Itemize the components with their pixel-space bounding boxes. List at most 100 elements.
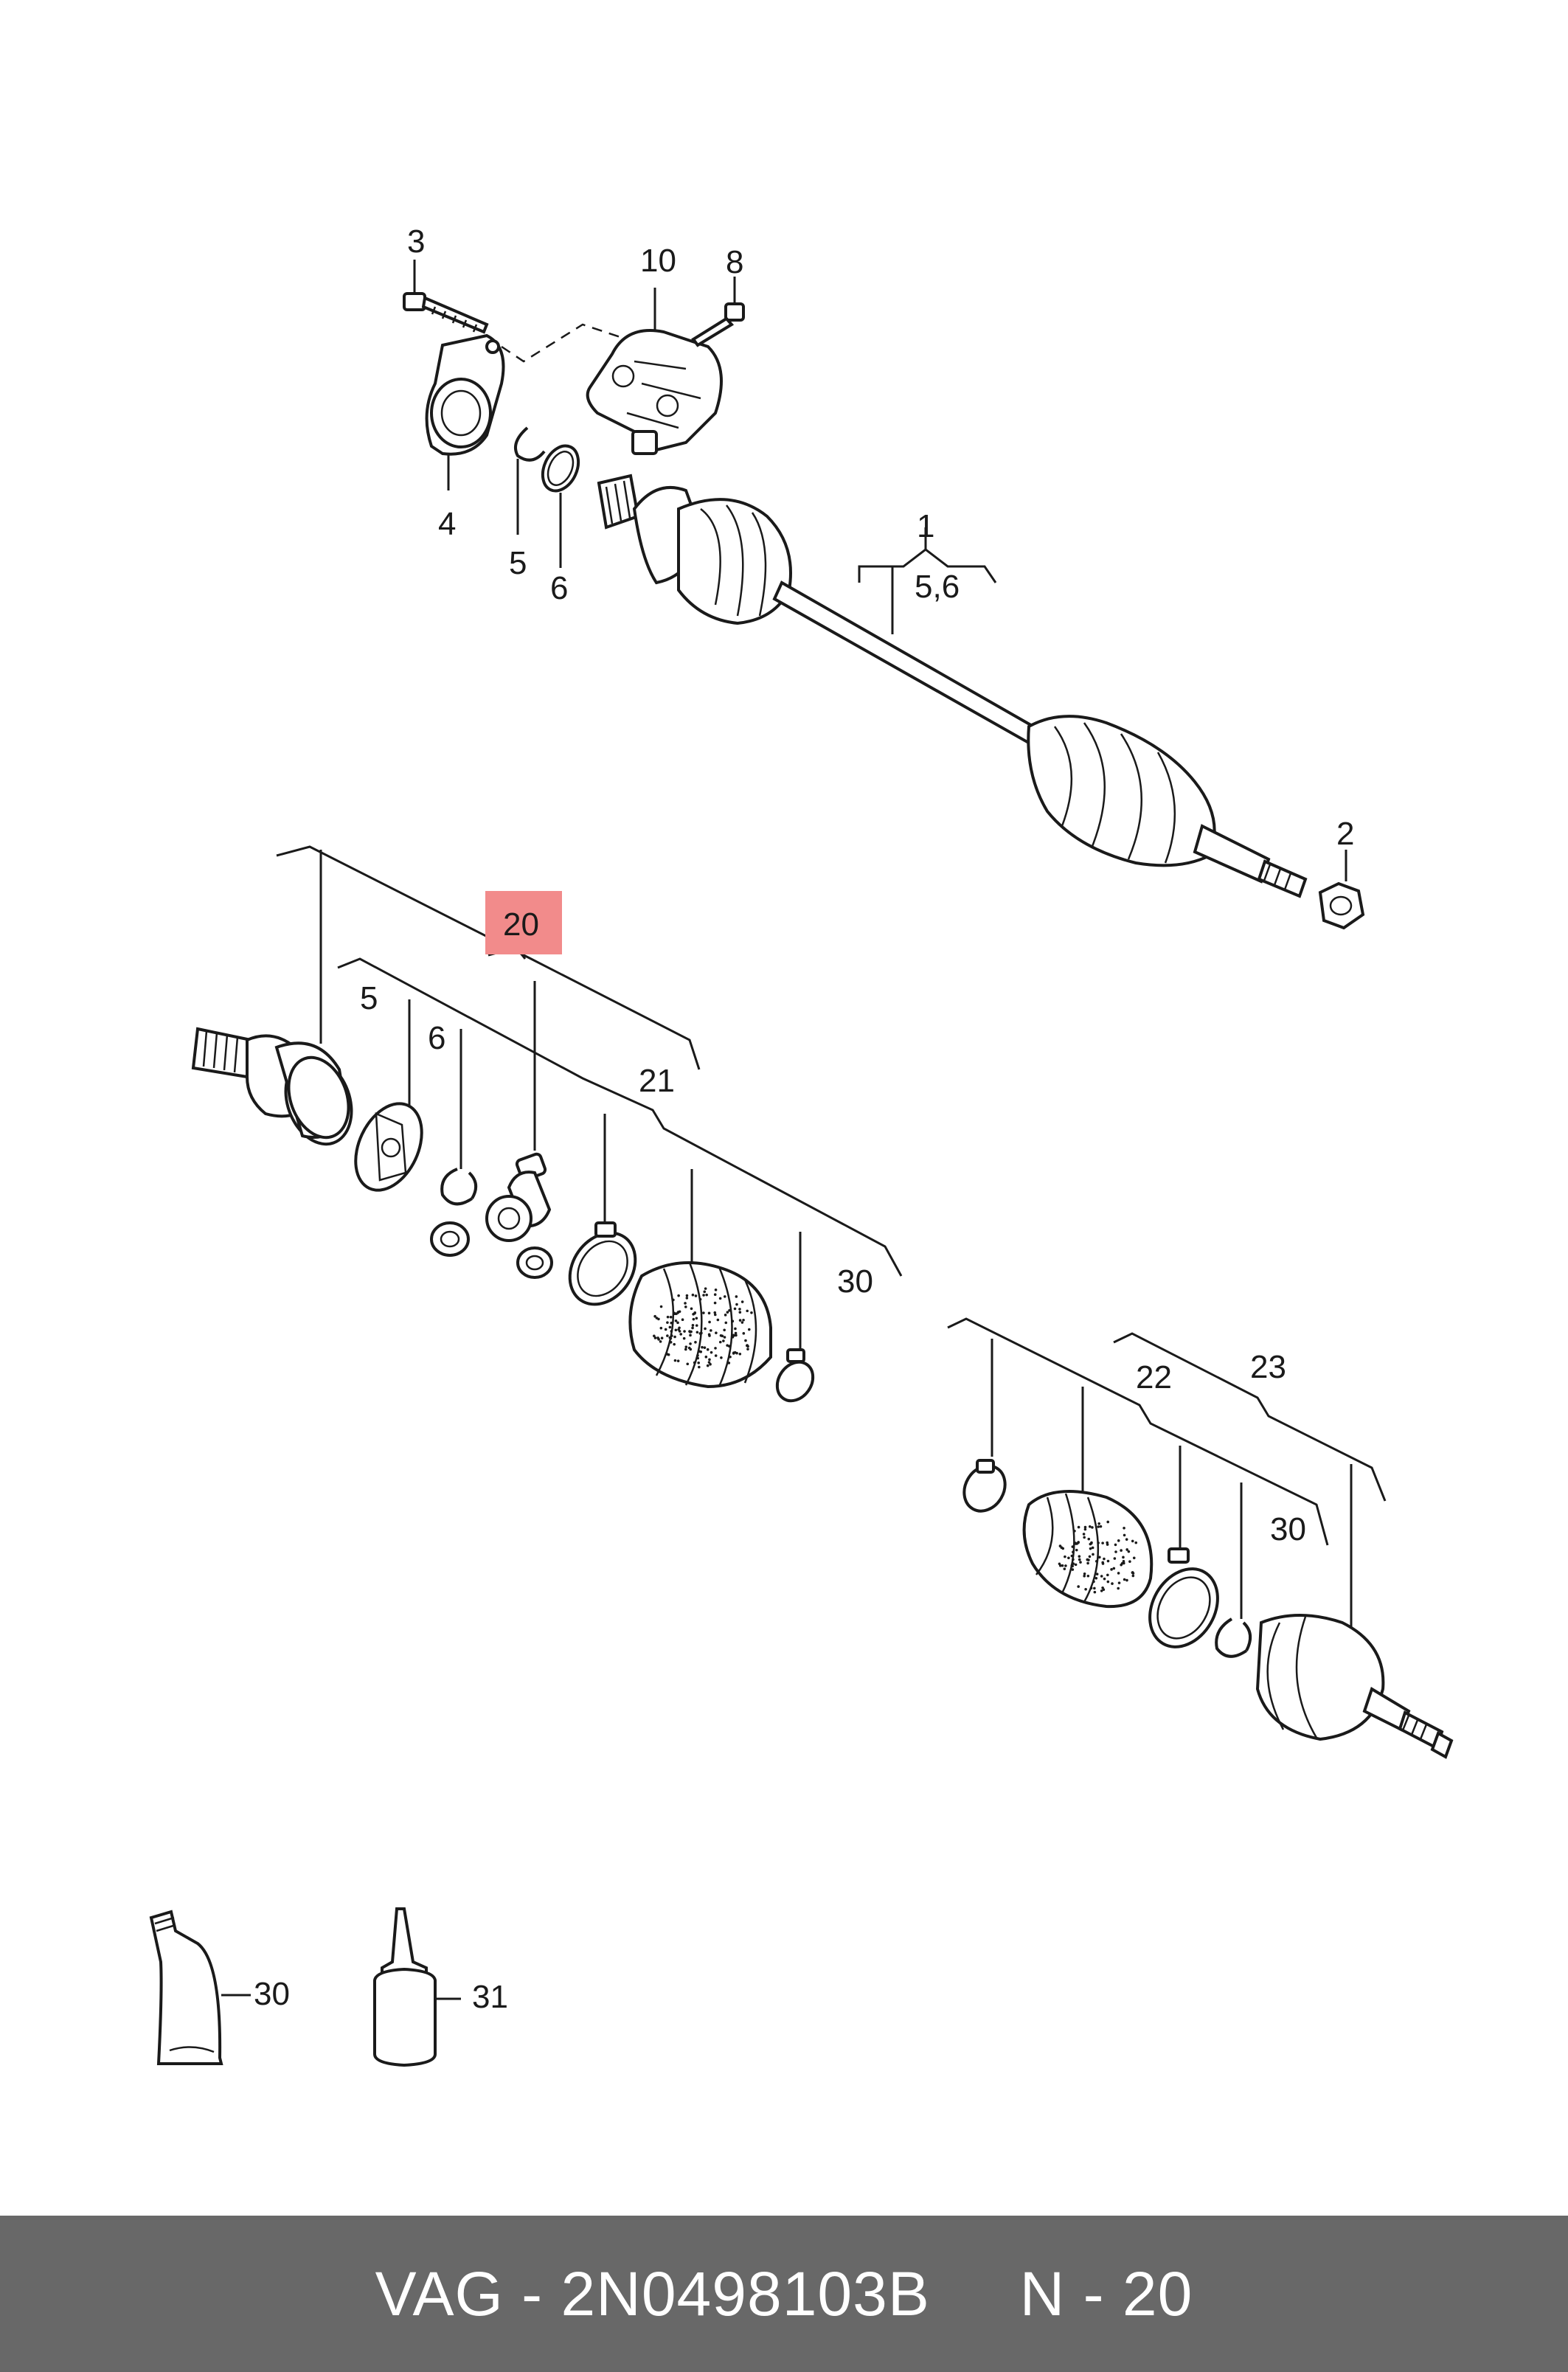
texture-dot	[1125, 1538, 1128, 1541]
label-2: 2	[1336, 816, 1354, 852]
bolt-part-3	[403, 260, 489, 334]
label-21: 21	[639, 1063, 675, 1099]
texture-dot	[666, 1315, 670, 1319]
texture-dot	[738, 1319, 742, 1322]
texture-dot	[698, 1297, 702, 1301]
texture-dot	[1063, 1567, 1066, 1570]
texture-dot	[682, 1336, 686, 1340]
texture-dot	[670, 1334, 673, 1337]
texture-dot	[740, 1321, 744, 1324]
texture-dot	[691, 1324, 695, 1327]
texture-dot	[698, 1332, 702, 1335]
texture-dot	[735, 1295, 738, 1298]
texture-dot	[1097, 1542, 1100, 1544]
texture-dot	[693, 1311, 697, 1314]
bearing-housing-part-10	[586, 288, 723, 455]
texture-dot	[1088, 1525, 1092, 1528]
texture-dot	[1112, 1567, 1116, 1570]
texture-dot	[727, 1362, 731, 1364]
grease-tube-part-30	[149, 1910, 251, 2065]
texture-dot	[692, 1317, 695, 1321]
texture-dot	[1113, 1557, 1117, 1560]
texture-dot	[714, 1289, 718, 1291]
texture-dot	[1078, 1558, 1081, 1561]
texture-dot	[728, 1308, 731, 1312]
hose-clamp-small	[775, 1348, 815, 1403]
texture-dot	[1099, 1525, 1103, 1528]
texture-dot	[1125, 1578, 1128, 1582]
texture-dot	[718, 1340, 722, 1344]
texture-dot	[1103, 1557, 1106, 1561]
label-22: 22	[1136, 1359, 1172, 1395]
label-6: 6	[550, 570, 568, 606]
bolt-part-8	[691, 277, 745, 347]
texture-dot	[707, 1361, 711, 1364]
texture-dot	[702, 1294, 705, 1297]
texture-dot	[1134, 1541, 1138, 1544]
texture-dot	[1127, 1550, 1131, 1553]
texture-dot	[659, 1340, 662, 1343]
texture-dot	[742, 1332, 746, 1335]
texture-dot	[744, 1339, 747, 1342]
texture-dot	[704, 1327, 707, 1331]
texture-dot	[715, 1331, 718, 1334]
texture-dot	[1093, 1586, 1096, 1590]
texture-dot	[702, 1311, 705, 1314]
texture-dot	[653, 1314, 656, 1318]
texture-dot	[698, 1365, 701, 1369]
label-1: 1	[917, 508, 934, 544]
texture-dot	[720, 1356, 723, 1359]
texture-dot	[698, 1350, 701, 1353]
bracket-20	[276, 845, 701, 1070]
texture-dot	[683, 1330, 686, 1333]
part-number-caption: VAG - 2N0498103B N - 20	[375, 2258, 1193, 2328]
texture-dot	[1083, 1575, 1086, 1578]
texture-dot	[1095, 1572, 1099, 1576]
texture-dot	[708, 1320, 711, 1324]
texture-dot	[713, 1293, 717, 1296]
texture-dot	[684, 1302, 687, 1305]
texture-dot	[1092, 1553, 1095, 1556]
texture-dot	[706, 1348, 710, 1351]
texture-dot	[1132, 1556, 1136, 1560]
texture-dot	[674, 1328, 678, 1332]
texture-dot	[690, 1307, 693, 1311]
outer-boot	[1022, 1490, 1154, 1609]
texture-dot	[659, 1305, 663, 1308]
texture-dot	[1125, 1548, 1128, 1551]
texture-dot	[655, 1317, 659, 1319]
texture-dot	[696, 1356, 699, 1360]
label-4: 4	[438, 506, 456, 542]
bracket-21	[337, 957, 903, 1277]
texture-dot	[731, 1319, 735, 1323]
texture-dot	[1123, 1578, 1126, 1581]
texture-dot	[678, 1310, 681, 1314]
texture-dot	[1101, 1561, 1105, 1564]
label-31: 31	[472, 1979, 508, 2015]
texture-dot	[729, 1355, 732, 1359]
texture-dot	[1088, 1555, 1092, 1558]
hose-clamp-large-right	[1148, 1547, 1219, 1648]
texture-dot	[1120, 1561, 1124, 1565]
texture-dot	[673, 1359, 677, 1362]
label-10: 10	[640, 243, 676, 279]
texture-dot	[674, 1319, 678, 1322]
texture-dot	[746, 1348, 749, 1350]
texture-dot	[732, 1351, 735, 1354]
label-30-tube: 30	[254, 1976, 290, 2012]
texture-dot	[695, 1331, 699, 1334]
texture-dot	[689, 1331, 692, 1334]
texture-dot	[1071, 1564, 1074, 1568]
texture-dot	[1123, 1533, 1126, 1537]
texture-dot	[1058, 1544, 1062, 1547]
texture-dot	[713, 1313, 717, 1317]
texture-dot	[705, 1293, 708, 1297]
texture-dot	[673, 1311, 676, 1315]
texture-dot	[1123, 1526, 1125, 1530]
inner-boot	[628, 1261, 772, 1389]
texture-dot	[669, 1315, 673, 1319]
texture-dot	[734, 1327, 737, 1331]
texture-dot	[1072, 1562, 1075, 1565]
texture-dot	[1101, 1542, 1104, 1544]
texture-dot	[1075, 1548, 1078, 1552]
